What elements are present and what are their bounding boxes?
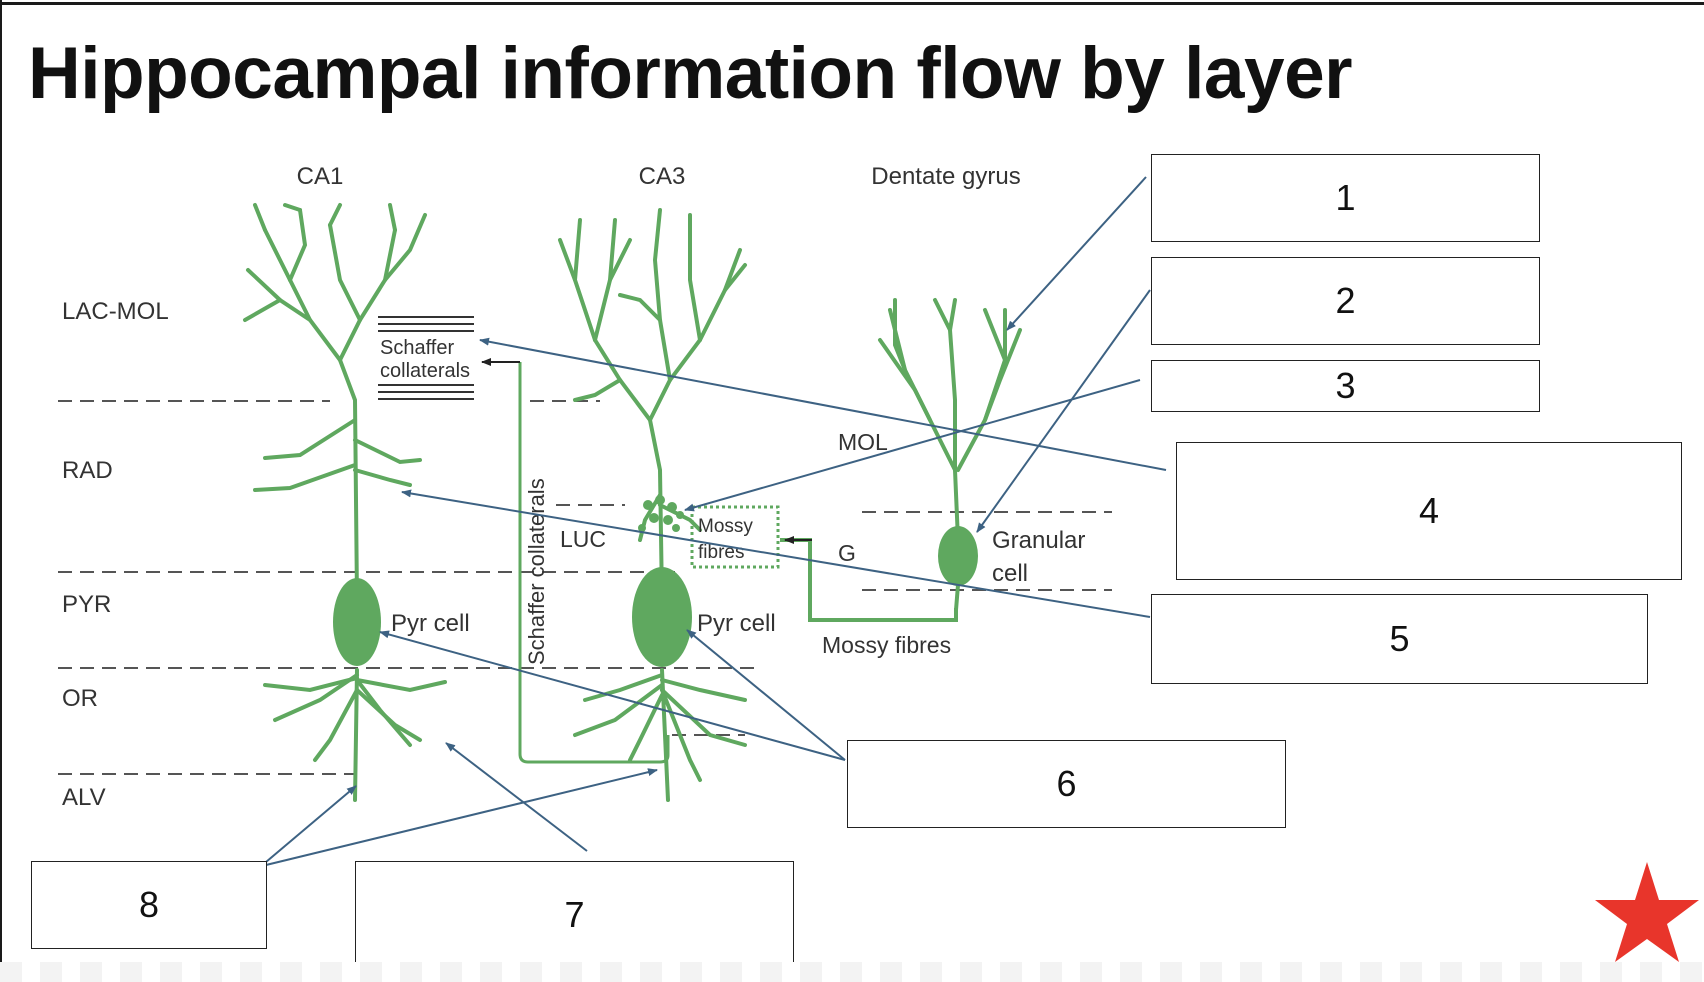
arrow-4	[479, 337, 1167, 471]
pyr-cell-ca3-label: Pyr cell	[697, 610, 776, 637]
granular-label-1: Granular	[992, 527, 1085, 554]
g-label: G	[838, 540, 856, 566]
mossy-fibres-box	[690, 505, 780, 569]
arrow-6b	[686, 629, 846, 761]
left-border	[0, 0, 2, 982]
answer-box-5[interactable]: 5	[1151, 594, 1648, 684]
answer-box-3-label: 3	[1335, 365, 1356, 406]
bottom-strip	[0, 962, 1704, 982]
arrow-7	[445, 742, 588, 852]
ca3-pyramidal-neuron	[558, 208, 747, 802]
answer-box-4-label: 4	[1418, 490, 1440, 531]
schaffer-top-label-2: collaterals	[380, 360, 470, 382]
arrow-8a	[265, 785, 357, 863]
layer-alv: ALV	[62, 784, 106, 811]
star-icon	[1595, 862, 1699, 962]
luc-label: LUC	[560, 526, 606, 552]
answer-box-8-label: 8	[138, 884, 160, 925]
layer-rad: RAD	[62, 457, 113, 484]
arrow-5	[401, 489, 1151, 618]
region-ca1: CA1	[297, 163, 344, 190]
schaffer-bars	[378, 316, 474, 400]
answer-box-2[interactable]: 2	[1151, 257, 1540, 345]
answer-box-1-label: 1	[1335, 177, 1356, 218]
mossy-box-label-1: Mossy	[698, 516, 753, 537]
layer-boundaries	[58, 400, 1112, 775]
schaffer-collateral-axon	[518, 362, 670, 764]
arrow-8b	[265, 768, 658, 866]
ca3-soma	[632, 567, 692, 667]
pyr-cell-ca1-label: Pyr cell	[391, 610, 470, 637]
arrow-6a	[379, 630, 846, 761]
mol-label: MOL	[838, 429, 888, 455]
ca1-pyramidal-neuron	[243, 203, 447, 802]
answer-box-1[interactable]: 1	[1151, 154, 1540, 242]
region-ca3: CA3	[639, 163, 686, 190]
arrow-2	[976, 289, 1151, 533]
dentate-granule-neuron	[878, 298, 1022, 612]
mossy-fibres-label: Mossy fibres	[822, 632, 951, 658]
granular-soma	[938, 526, 978, 586]
answer-box-7-label: 7	[564, 894, 585, 935]
answer-box-7[interactable]: 7	[355, 861, 794, 969]
page-title: Hippocampal information flow by layer	[28, 33, 1353, 114]
layer-pyr: PYR	[62, 591, 111, 618]
granular-label-2: cell	[992, 560, 1028, 587]
answer-box-4[interactable]: 4	[1176, 442, 1682, 580]
answer-box-3[interactable]: 3	[1151, 360, 1540, 412]
layer-or: OR	[62, 685, 98, 712]
pointer-arrows	[265, 176, 1167, 866]
arrow-1	[1006, 176, 1147, 331]
answer-box-6[interactable]: 6	[847, 740, 1286, 828]
arrow-3	[684, 379, 1141, 512]
answer-box-6-label: 6	[1056, 763, 1077, 804]
ca1-soma	[333, 578, 381, 666]
schaffer-vertical-label: Schaffer collaterals	[524, 478, 549, 665]
answer-box-2-label: 2	[1335, 280, 1356, 321]
region-dentate-gyrus: Dentate gyrus	[871, 163, 1020, 190]
top-border	[0, 2, 1704, 5]
layer-lac-mol: LAC-MOL	[62, 298, 169, 325]
answer-box-8[interactable]: 8	[31, 861, 267, 949]
ca3-thorny-excrescences	[638, 495, 684, 532]
answer-box-5-label: 5	[1389, 618, 1410, 659]
schaffer-top-label-1: Schaffer	[380, 337, 454, 359]
